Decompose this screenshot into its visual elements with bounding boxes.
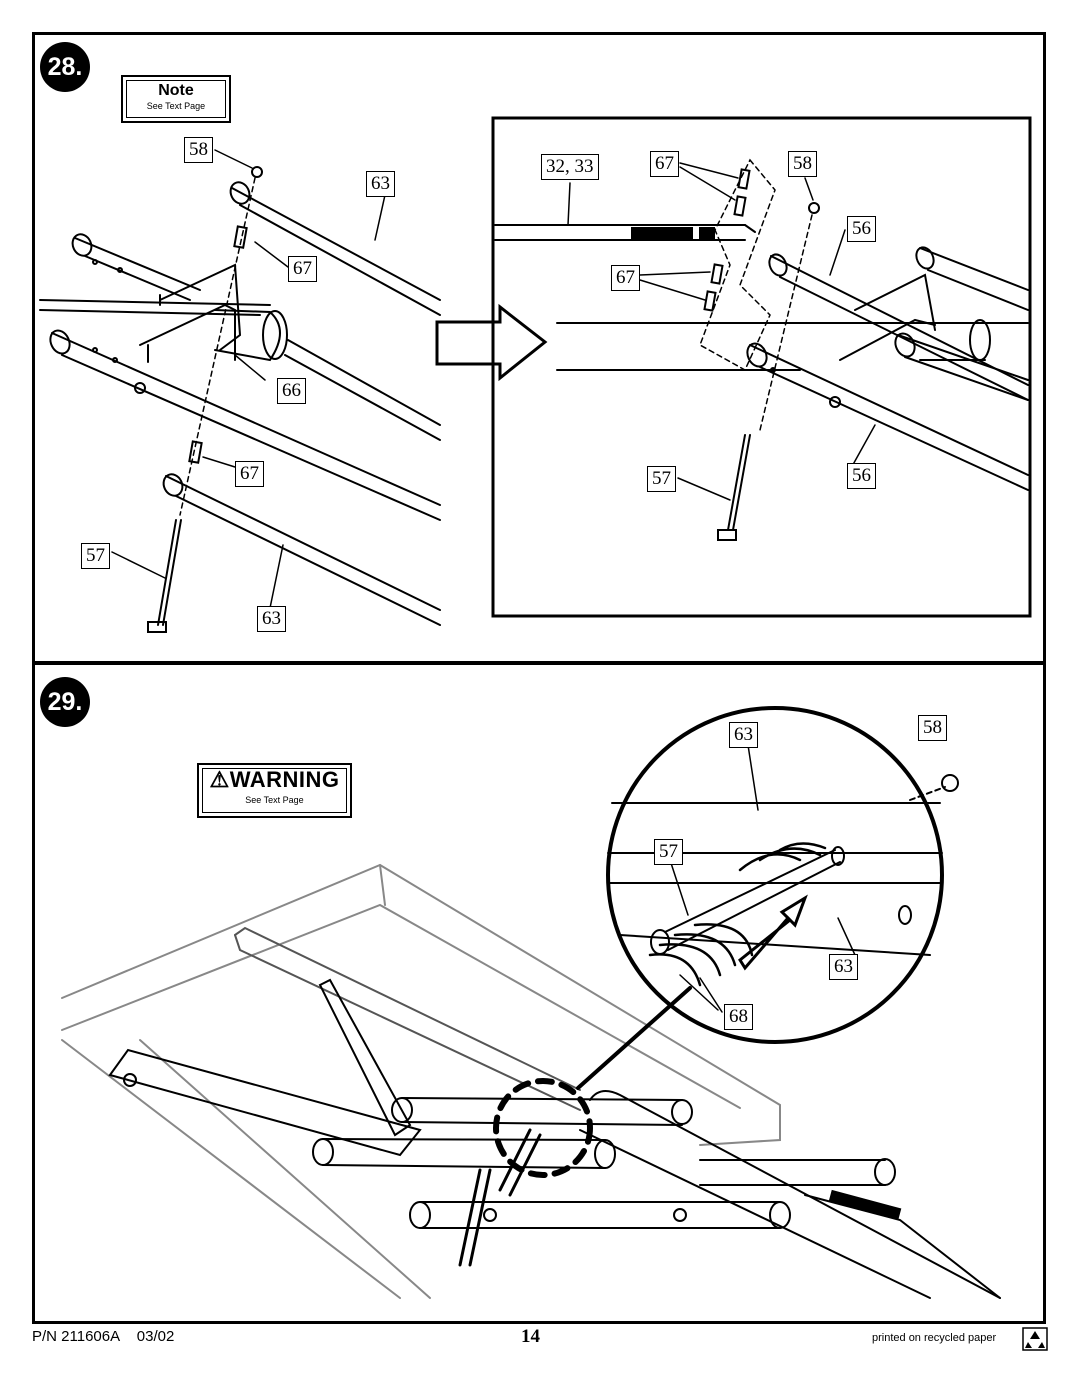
warning-title: ⚠WARNING xyxy=(199,767,350,793)
step-28-badge: 28. xyxy=(40,42,90,92)
callout-63-step29-bottom: 63 xyxy=(829,954,858,980)
callout-56-inset-bottom: 56 xyxy=(847,463,876,489)
note-subtitle: See Text Page xyxy=(146,101,206,111)
warning-box: ⚠WARNING See Text Page xyxy=(197,763,352,818)
callout-58-inset: 58 xyxy=(788,151,817,177)
warning-triangle-icon: ⚠ xyxy=(209,767,230,792)
revision-date: 03/02 xyxy=(136,1328,175,1345)
arrow-right-icon xyxy=(435,303,548,382)
step-divider xyxy=(32,661,1046,665)
page-frame xyxy=(32,32,1046,1324)
callout-68-step29: 68 xyxy=(724,1004,753,1030)
callout-63-left-top: 63 xyxy=(366,171,395,197)
note-title: Note xyxy=(158,82,194,99)
warning-box-inner-border xyxy=(202,768,347,813)
callout-57-inset: 57 xyxy=(647,466,676,492)
callout-58-step29: 58 xyxy=(918,715,947,741)
note-box-inner-border xyxy=(126,80,226,118)
callout-67-inset-mid: 67 xyxy=(611,265,640,291)
inset-detail-box xyxy=(491,116,1032,618)
callout-67-left-top: 67 xyxy=(288,256,317,282)
callout-66-left: 66 xyxy=(277,378,306,404)
callout-58-left: 58 xyxy=(184,137,213,163)
inset-assembly-illustration xyxy=(494,158,1029,541)
callout-67-inset-top: 67 xyxy=(650,151,679,177)
page-number: 14 xyxy=(521,1326,540,1347)
recycle-icon xyxy=(1022,1327,1048,1351)
recycled-note: printed on recycled paper xyxy=(872,1332,997,1344)
callout-57-left: 57 xyxy=(81,543,110,569)
warning-title-text: WARNING xyxy=(229,767,340,792)
callout-56-inset-top: 56 xyxy=(847,216,876,242)
step29-assembly-illustration xyxy=(61,706,1001,1299)
note-box: Note See Text Page xyxy=(121,75,231,123)
warning-subtitle: See Text Page xyxy=(245,795,304,805)
callout-67-left-bottom: 67 xyxy=(235,461,264,487)
step28-assembly-illustration xyxy=(39,149,441,633)
part-number: P/N 211606A xyxy=(32,1328,121,1345)
callout-32-33-inset: 32, 33 xyxy=(541,154,599,180)
step-29-badge: 29. xyxy=(40,677,90,727)
callout-63-left-bottom: 63 xyxy=(257,606,286,632)
callout-63-step29-top: 63 xyxy=(729,722,758,748)
footer-part-number: P/N 211606A 03/02 xyxy=(32,1328,174,1345)
callout-57-step29: 57 xyxy=(654,839,683,865)
